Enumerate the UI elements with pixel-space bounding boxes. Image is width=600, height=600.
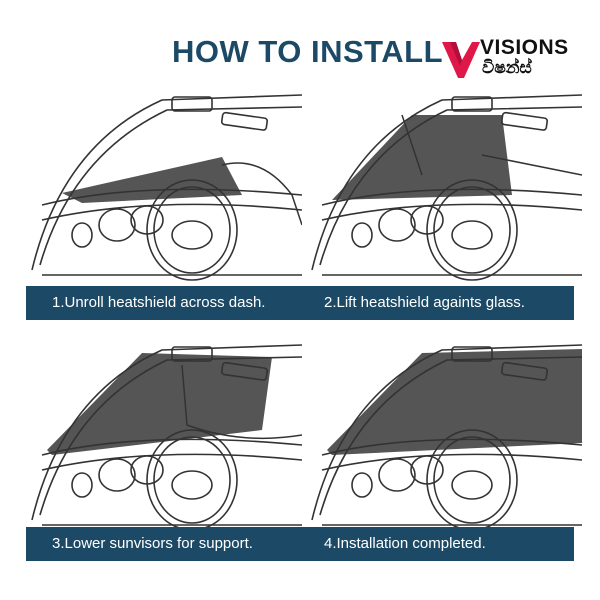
step-4-illustration <box>311 344 582 531</box>
step-1-caption: 1.Unroll heatshield across dash. <box>52 294 266 311</box>
step-2-caption: 2.Lift heatshield againts glass. <box>324 294 525 311</box>
logo-subtitle: විෂන්ස් <box>482 58 532 77</box>
heatshield-shade <box>327 349 582 455</box>
step-3-caption: 3.Lower sunvisors for support. <box>52 535 253 552</box>
heatshield-shade <box>62 157 242 203</box>
logo-name: VISIONS <box>480 36 569 59</box>
step-1-illustration <box>31 94 302 281</box>
step-2-illustration <box>311 94 582 281</box>
page-title: HOW TO INSTALL <box>172 34 444 69</box>
brand-logo: VISIONS විෂන්ස් <box>442 36 582 82</box>
hand <box>221 162 302 226</box>
hand <box>401 114 582 176</box>
caption-bar-top: 1.Unroll heatshield across dash. 2.Lift … <box>26 286 574 320</box>
step-3-illustration <box>31 344 302 531</box>
heatshield-shade <box>47 353 272 455</box>
visions-v-icon <box>442 42 480 78</box>
heatshield-shade <box>332 115 512 200</box>
hand <box>181 364 302 440</box>
caption-bar-bottom: 3.Lower sunvisors for support. 4.Install… <box>26 527 574 561</box>
step-4-caption: 4.Installation completed. <box>324 535 486 552</box>
